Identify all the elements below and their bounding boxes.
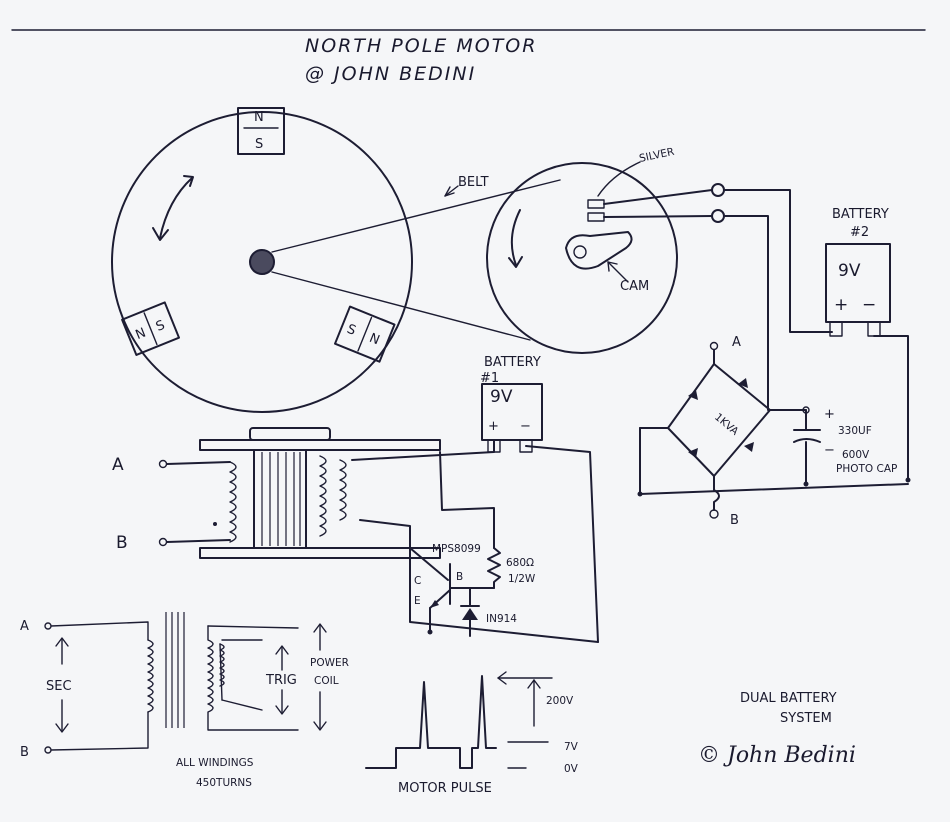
- coil-core: [253, 449, 307, 549]
- svg-text:ALL WINDINGS: ALL WINDINGS: [176, 757, 254, 769]
- motor-pulse-waveform: 200V 7V 0V MOTOR PULSE: [365, 671, 579, 796]
- svg-text:450TURNS: 450TURNS: [196, 777, 252, 789]
- silver-contact-top: [587, 199, 605, 209]
- svg-text:680Ω: 680Ω: [506, 557, 534, 569]
- svg-text:C: C: [414, 575, 421, 587]
- svg-text:A: A: [20, 619, 29, 634]
- battery-2: BATTERY #2 9V + −: [825, 207, 909, 481]
- svg-text:0V: 0V: [564, 763, 579, 775]
- svg-text:IN914: IN914: [486, 613, 517, 625]
- svg-text:#2: #2: [850, 225, 869, 240]
- footer-line-1: DUAL BATTERY: [740, 691, 837, 706]
- terminal-top: [711, 183, 725, 197]
- title-line-1: NORTH POLE MOTOR: [305, 35, 537, 57]
- svg-text:B: B: [456, 571, 463, 583]
- svg-text:330UF: 330UF: [838, 425, 872, 437]
- cam-label: CAM: [620, 279, 649, 294]
- svg-text:SEC: SEC: [46, 679, 72, 694]
- svg-text:TRIG: TRIG: [265, 673, 297, 688]
- svg-text:7V: 7V: [564, 741, 579, 753]
- svg-text:S: S: [345, 322, 358, 339]
- svg-text:N: N: [254, 110, 264, 125]
- svg-text:600V: 600V: [842, 449, 870, 461]
- title-line-2: @ JOHN BEDINI: [305, 63, 476, 85]
- bridge-rectifier: A 1KVA B: [639, 335, 810, 528]
- author-signature: © John Bedini: [698, 743, 856, 768]
- rotor-magnet-top: N S: [237, 107, 285, 155]
- capacitor: + − 330UF 600V PHOTO CAP: [793, 407, 897, 485]
- trigger-circuit: MPS8099 C E B 680Ω 1/2W IN914: [351, 439, 599, 643]
- svg-text:200V: 200V: [546, 695, 574, 707]
- svg-text:PHOTO CAP: PHOTO CAP: [836, 463, 897, 475]
- coil-assembly: A B: [112, 427, 441, 559]
- svg-text:9V: 9V: [490, 387, 513, 407]
- silver-label: SILVER: [638, 146, 675, 165]
- bridge-rating: 1KVA: [712, 411, 741, 438]
- rotor-magnet-right: S N: [334, 305, 396, 363]
- svg-text:1/2W: 1/2W: [508, 573, 536, 585]
- belt: BELT: [271, 175, 561, 341]
- motor-pulse-caption: MOTOR PULSE: [398, 781, 492, 796]
- battery-1: BATTERY #1 9V + −: [480, 355, 543, 453]
- bridge-return-wire: [639, 483, 909, 495]
- svg-text:9V: 9V: [838, 261, 861, 281]
- belt-label: BELT: [458, 175, 489, 190]
- pulley-rotation-arrow: [510, 209, 521, 266]
- svg-text:S: S: [255, 137, 263, 152]
- svg-text:BATTERY: BATTERY: [484, 355, 541, 370]
- svg-text:B: B: [730, 513, 739, 528]
- svg-text:POWER: POWER: [310, 657, 349, 669]
- svg-text:#1: #1: [480, 371, 499, 386]
- contact-wires: [603, 183, 833, 411]
- svg-text:−: −: [824, 443, 835, 458]
- svg-text:−: −: [520, 419, 531, 434]
- rotor-wheel: N S N S S N: [111, 107, 413, 413]
- pulley-wheel: CAM SILVER: [486, 146, 678, 354]
- silver-contact-bottom: [587, 212, 605, 222]
- coil-terminal-a-label: A: [112, 455, 124, 475]
- terminal-bottom: [711, 209, 725, 223]
- svg-text:+: +: [488, 419, 499, 434]
- svg-text:B: B: [20, 745, 29, 760]
- svg-text:S: S: [154, 318, 167, 335]
- transistor-part: MPS8099: [432, 543, 481, 555]
- lower-transformer-schematic: A B SEC TRIG POWER COIL ALL WINDINGS 4: [20, 612, 349, 789]
- svg-text:BATTERY: BATTERY: [832, 207, 889, 222]
- svg-text:N: N: [367, 331, 382, 349]
- footer-line-2: SYSTEM: [780, 711, 832, 726]
- svg-text:N: N: [133, 325, 148, 343]
- svg-text:+: +: [824, 407, 835, 422]
- coil-terminal-b-label: B: [116, 533, 128, 553]
- diode-in914: [462, 608, 478, 620]
- svg-text:A: A: [732, 335, 741, 350]
- rotor-magnet-left: N S: [121, 301, 180, 356]
- rotation-arrow: [159, 177, 193, 239]
- rotor-hub: [249, 249, 275, 275]
- svg-text:+: +: [834, 295, 848, 315]
- cam-lobe: [565, 231, 633, 270]
- svg-text:COIL: COIL: [314, 675, 339, 687]
- resistor: [487, 547, 501, 589]
- svg-text:−: −: [862, 295, 876, 315]
- svg-text:E: E: [414, 595, 421, 607]
